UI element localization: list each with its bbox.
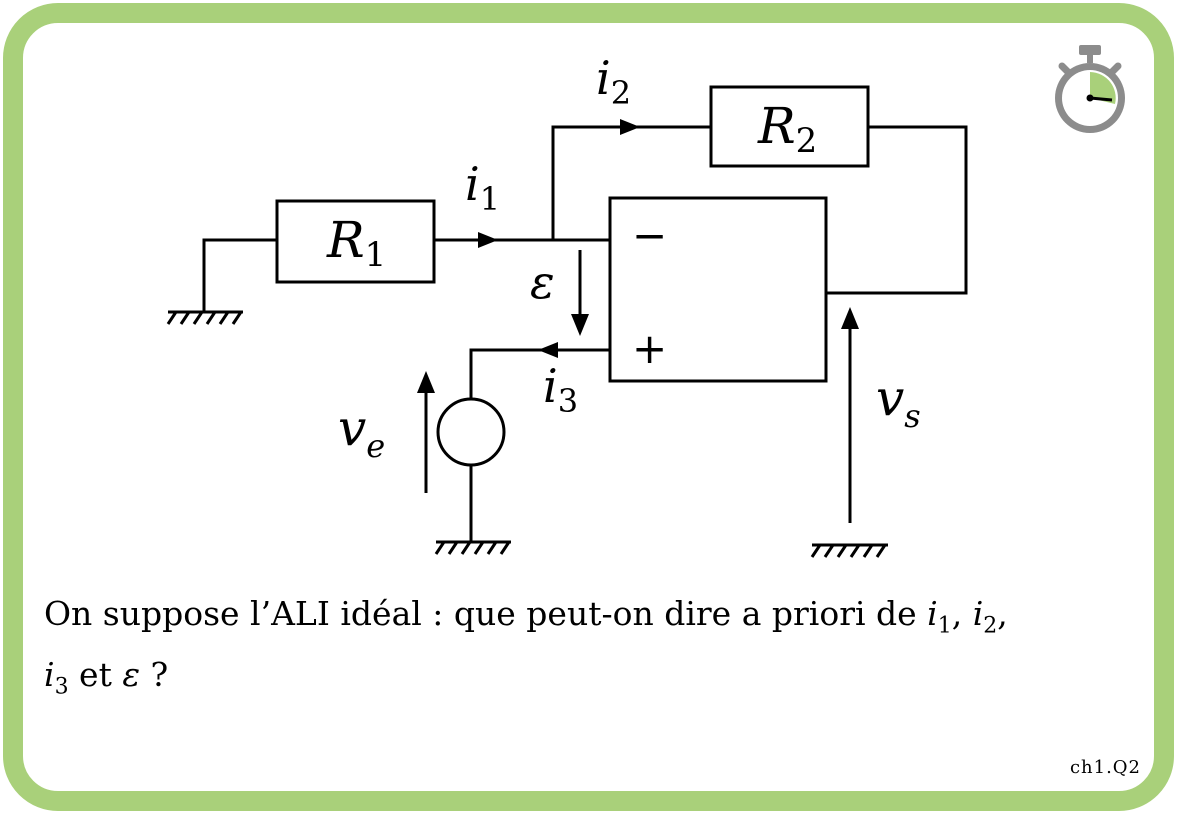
label-i1: i1 <box>465 157 500 218</box>
label-i3: i3 <box>543 359 578 420</box>
wire-junction-r2 <box>551 125 711 240</box>
card-id-label: ch1.Q2 <box>1069 757 1141 778</box>
opamp-box <box>608 196 828 383</box>
label-plus-input: + <box>632 324 667 373</box>
label-vs: vs <box>876 369 921 435</box>
voltage-source <box>436 397 506 467</box>
arrow-i1 <box>478 232 498 248</box>
resistor-r2 <box>709 85 870 168</box>
arrow-epsilon-head <box>571 314 589 336</box>
stopwatch-icon <box>1055 45 1125 133</box>
ground-source <box>434 540 511 555</box>
wire-ground-r1 <box>202 238 277 312</box>
label-r1: R1 <box>326 211 386 275</box>
label-epsilon: ε <box>530 255 555 309</box>
label-r2: R2 <box>757 97 817 161</box>
arrow-i3 <box>538 342 558 358</box>
arrow-ve-head <box>417 371 435 393</box>
label-ve: ve <box>338 399 385 465</box>
arrow-i2 <box>620 119 640 135</box>
wire-feedback <box>826 125 968 295</box>
resistor-r1 <box>275 199 436 284</box>
card-frame <box>3 3 1174 811</box>
question-text: On suppose l’ALI idéal : que peut-on dir… <box>44 594 1008 700</box>
label-i2: i2 <box>596 51 631 112</box>
label-minus-input: − <box>632 211 667 260</box>
arrow-vs-head <box>841 307 859 329</box>
wire-plus-source <box>469 348 610 405</box>
ground-left <box>166 310 243 325</box>
ground-output <box>810 543 888 558</box>
